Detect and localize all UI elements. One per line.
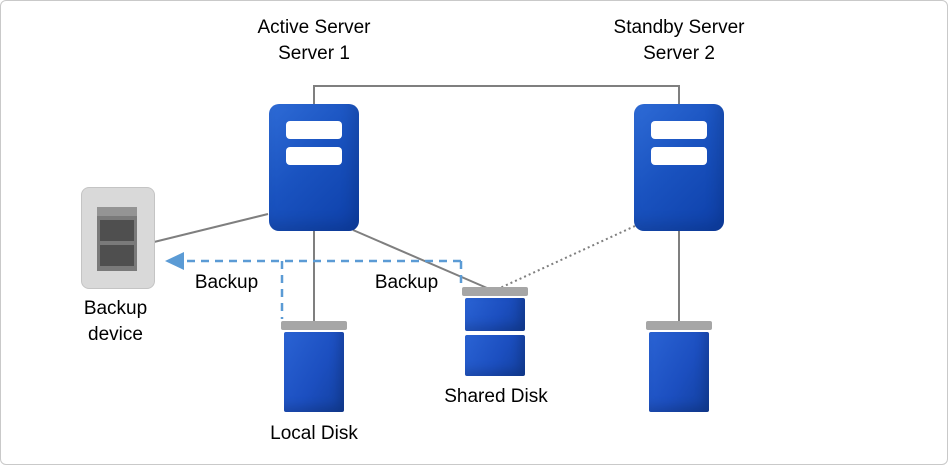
local-disk-icon bbox=[284, 332, 344, 412]
standby-disk-cap-icon bbox=[646, 321, 712, 330]
standby-server-title-line2: Server 2 bbox=[643, 43, 715, 64]
server-slot-icon bbox=[651, 121, 707, 139]
backup-arrowhead-icon bbox=[165, 252, 184, 270]
standby-disk-icon bbox=[649, 332, 709, 412]
backup-device-icon bbox=[81, 187, 155, 289]
server1-backup-device-line bbox=[153, 213, 269, 243]
local-disk-label: Local Disk bbox=[270, 423, 358, 444]
standby-server-title: Standby Server Server 2 bbox=[569, 15, 789, 67]
tape-drive-top bbox=[97, 207, 137, 216]
backup-edge-label-right: Backup bbox=[374, 272, 439, 293]
tape-drive-icon bbox=[97, 207, 137, 271]
active-server-title: Active Server Server 1 bbox=[204, 15, 424, 67]
server-slot-icon bbox=[286, 121, 342, 139]
active-server-icon bbox=[269, 104, 359, 231]
shared-disk-label: Shared Disk bbox=[444, 386, 548, 407]
servers-heartbeat-line bbox=[313, 85, 680, 105]
tape-slot-icon bbox=[100, 220, 134, 241]
local-disk-cap-icon bbox=[281, 321, 347, 330]
standby-server-title-line1: Standby Server bbox=[613, 17, 745, 38]
backup-device-label: Backup device bbox=[83, 298, 148, 345]
active-server-title-line2: Server 1 bbox=[278, 43, 350, 64]
server-slot-icon bbox=[286, 147, 342, 165]
active-server-title-line1: Active Server bbox=[257, 17, 371, 38]
backup-edge-label-left: Backup bbox=[194, 272, 259, 293]
server2-shared-disk-dotted-line bbox=[499, 225, 636, 289]
server-slot-icon bbox=[651, 147, 707, 165]
shared-disk-segment-icon bbox=[465, 298, 525, 331]
shared-disk-cap-icon bbox=[462, 287, 528, 296]
shared-disk-segment-icon bbox=[465, 335, 525, 376]
tape-slot-icon bbox=[100, 245, 134, 266]
standby-server-icon bbox=[634, 104, 724, 231]
